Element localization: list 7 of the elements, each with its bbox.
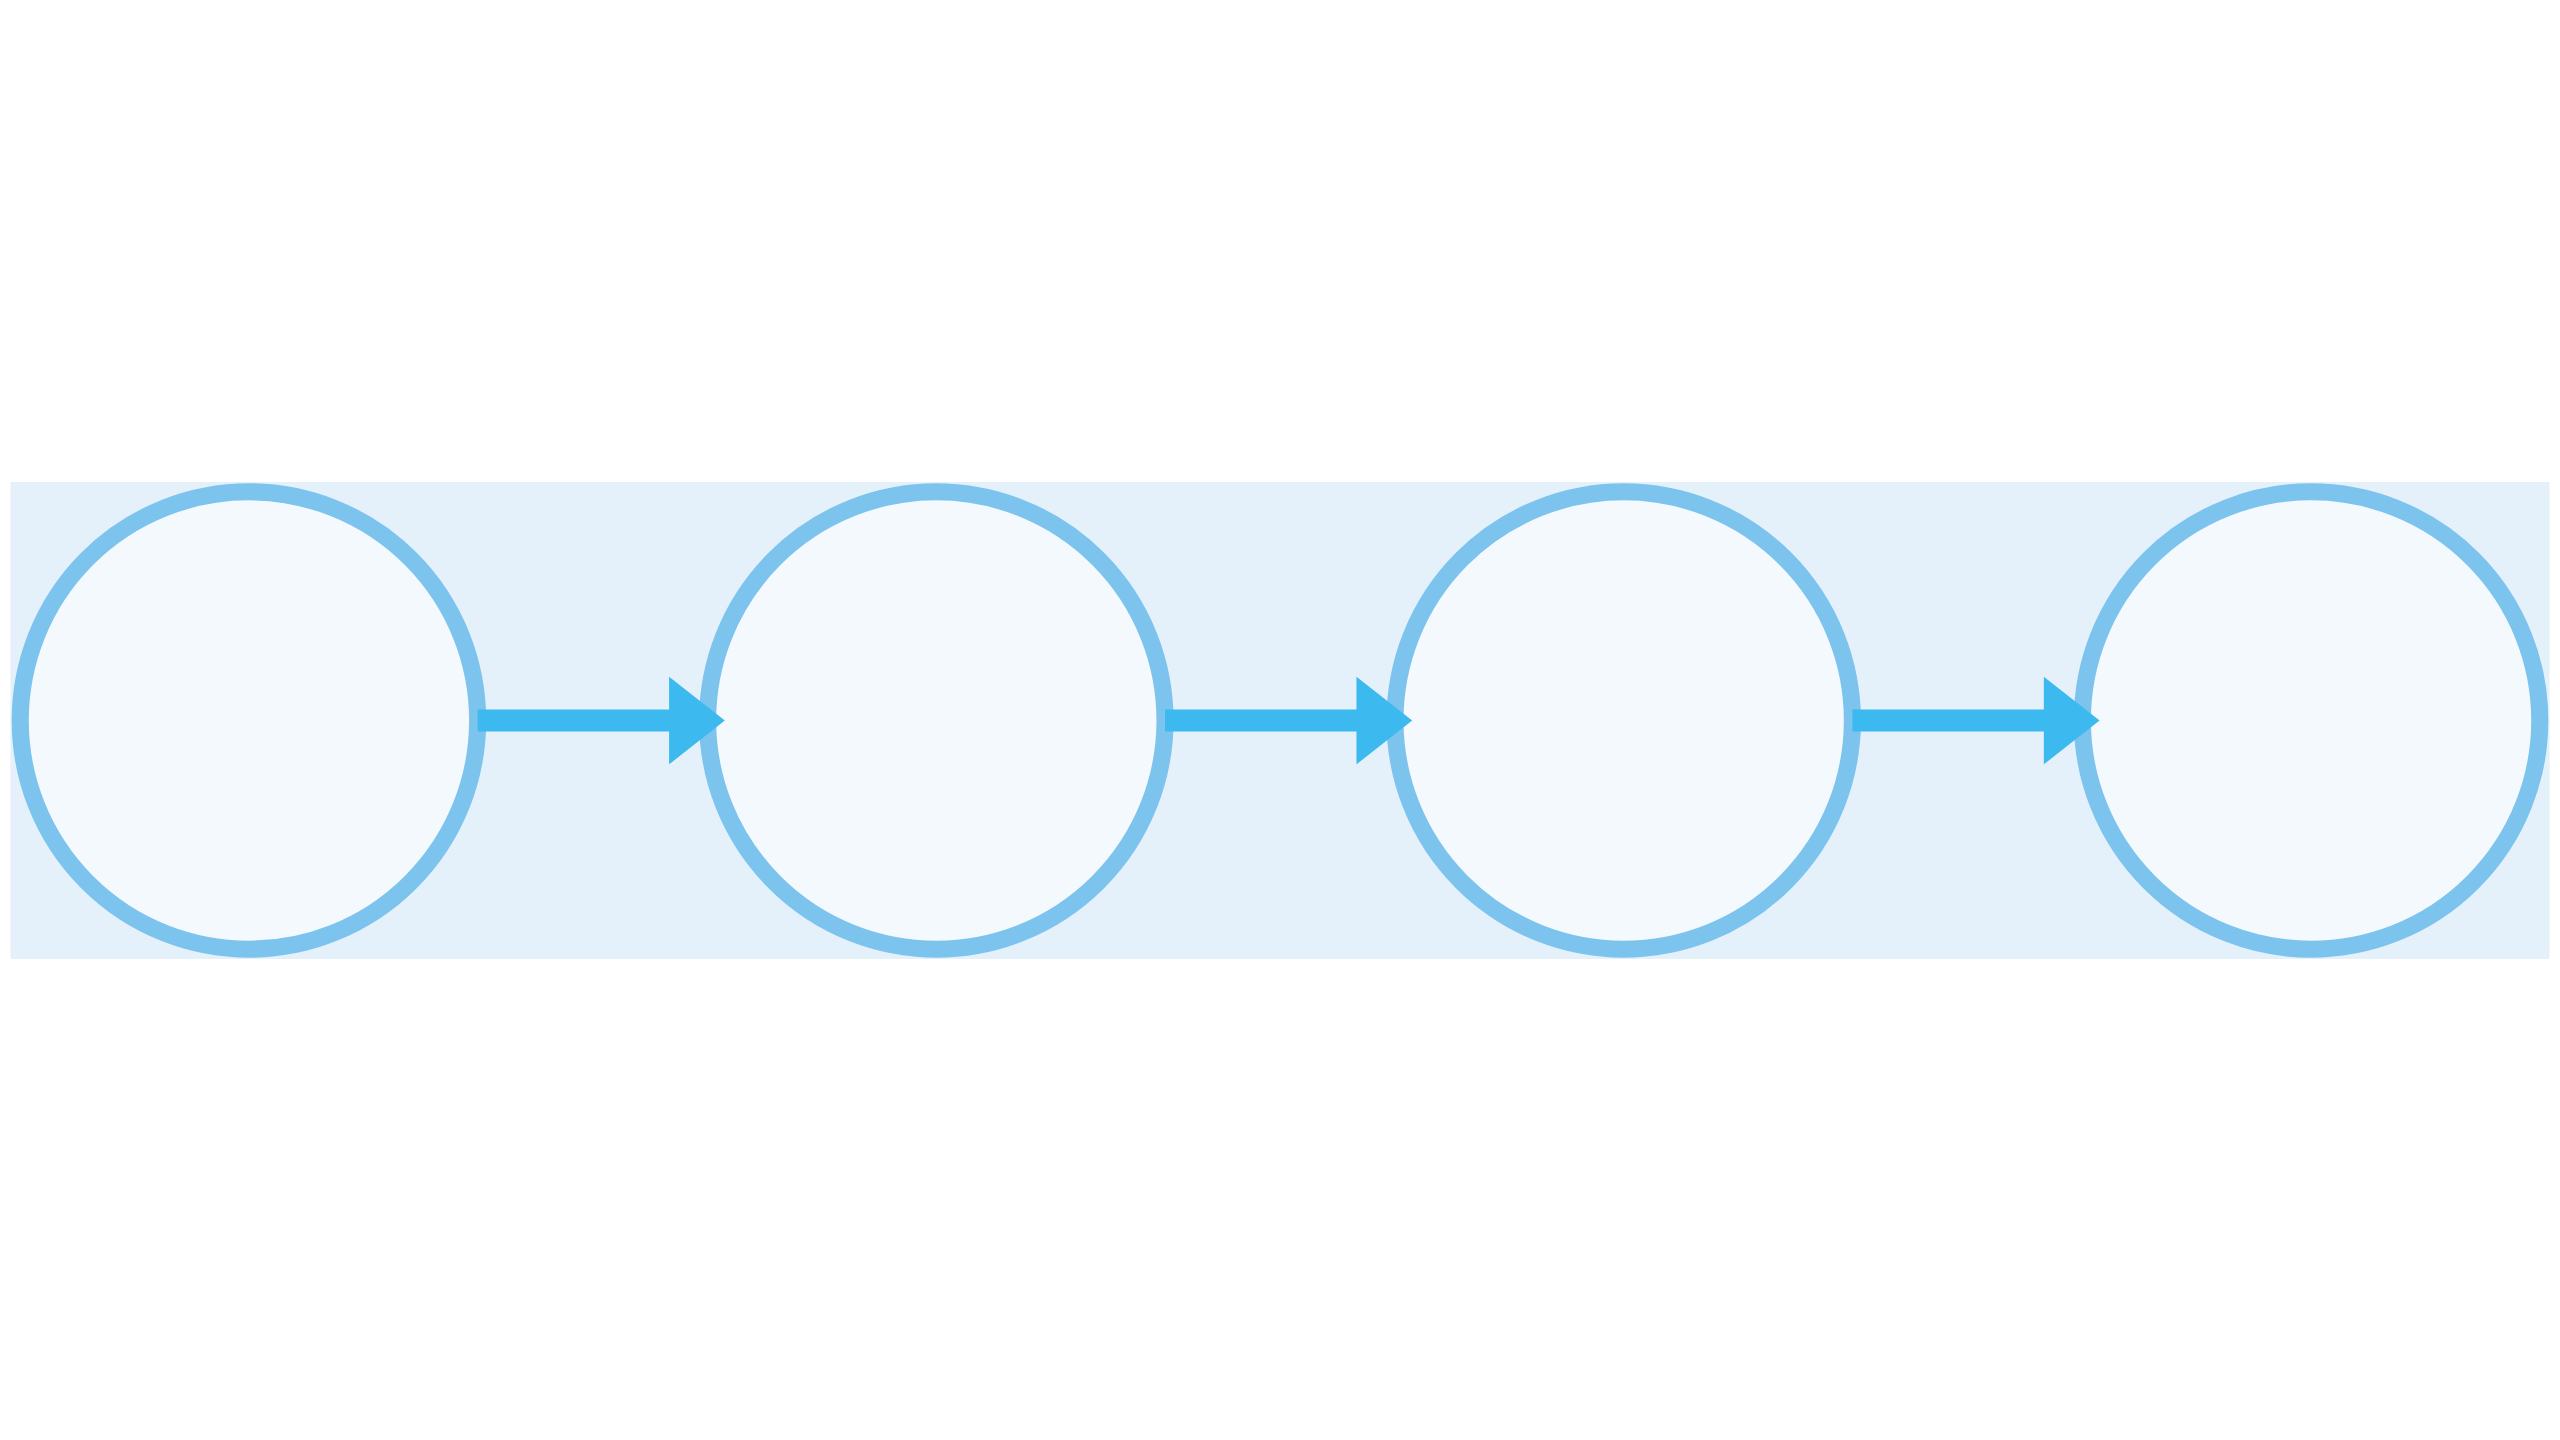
node-circle [699,482,1174,958]
arrow [1852,676,2100,764]
node-circle [2073,482,2549,958]
arrow [477,676,725,764]
arrow [1165,676,1413,764]
node-circle [11,482,487,958]
node-circle [1386,482,1861,958]
